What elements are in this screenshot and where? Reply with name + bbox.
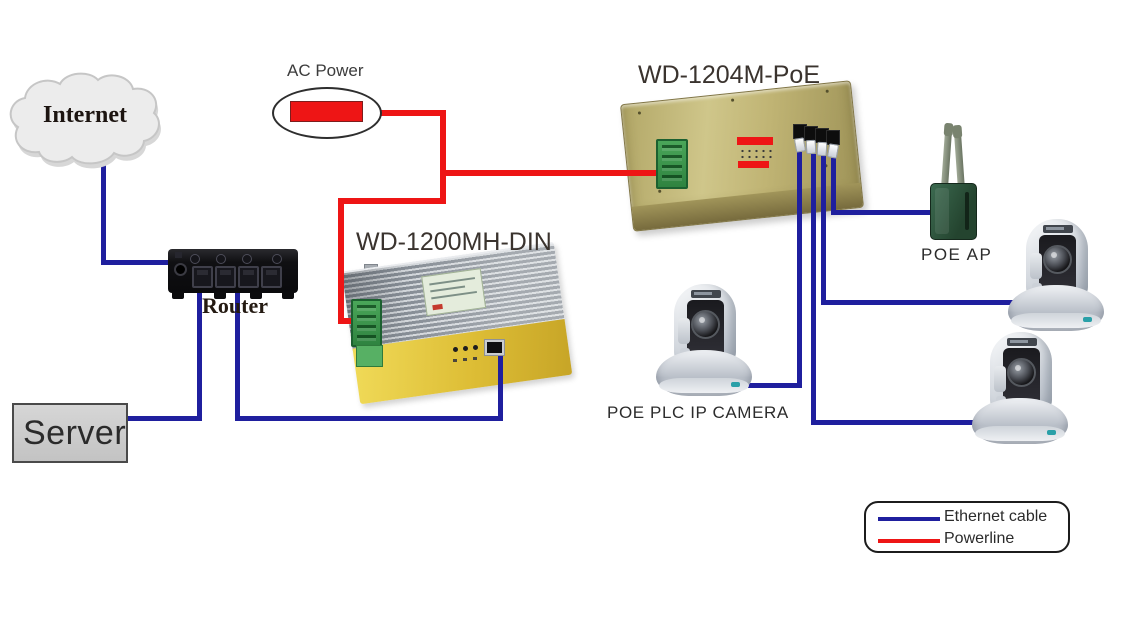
router-screw <box>216 254 226 264</box>
wire-acpower-right <box>378 110 446 116</box>
router-port-3 <box>238 266 259 288</box>
camera-base <box>656 350 752 396</box>
wire-internet-router <box>101 260 171 265</box>
router-port-4 <box>261 266 282 288</box>
wire-switch-cable4-down <box>831 158 836 215</box>
cloud-shape <box>9 72 161 169</box>
router-screw <box>190 254 200 264</box>
wire-cable1-to-camera2 <box>748 383 802 388</box>
adapter-terminal-lower <box>356 345 383 367</box>
rj45-connector <box>816 141 828 157</box>
ap-antenna-right <box>953 127 965 191</box>
wire-powerline-to-switch <box>440 170 670 176</box>
server-label: Server <box>23 414 127 452</box>
ac-power-label: AC Power <box>287 61 364 80</box>
poe-ap-label: POE AP <box>921 245 993 264</box>
ac-power-symbol <box>290 101 363 122</box>
router-foot <box>282 292 294 299</box>
device-label-plate <box>421 268 487 317</box>
router-foot <box>214 292 226 299</box>
wire-cable4-to-ap <box>831 210 937 215</box>
wire-switch-cable1-down <box>797 152 802 388</box>
wire-router-server <box>126 416 202 421</box>
switch-front-markings <box>737 137 779 171</box>
ap-antenna-left <box>941 125 953 189</box>
wire-internet-down <box>101 162 106 264</box>
ap-slot <box>965 192 969 230</box>
ap-body <box>930 183 977 240</box>
router-foot <box>172 292 184 299</box>
wire-switch-cable2-down <box>811 154 816 425</box>
legend-box: Ethernet cable Powerline <box>864 501 1070 553</box>
adapter-power-terminal <box>351 299 382 347</box>
camera-lens <box>1043 245 1072 274</box>
ip-camera-3-image <box>972 332 1068 444</box>
router-screw <box>242 254 252 264</box>
camera-base <box>1008 285 1104 331</box>
switch-poe-port-4 <box>826 130 840 145</box>
rj45-connector <box>805 139 817 155</box>
server-box: Server <box>12 403 128 463</box>
router-port-1 <box>192 266 213 288</box>
legend-ethernet-label: Ethernet cable <box>944 508 1048 525</box>
poe-camera-label: POE PLC IP CAMERA <box>607 403 789 422</box>
wire-acpower-down <box>440 110 446 204</box>
adapter-status-leds <box>451 345 491 365</box>
wire-router-port1-down <box>197 284 202 421</box>
wire-cable2-to-camera3 <box>811 420 977 425</box>
wire-adapter-port-up <box>498 352 503 421</box>
switch-front-face <box>631 182 863 231</box>
ip-camera-1-image <box>1008 219 1104 331</box>
router-power-jack <box>174 263 187 276</box>
adapter-ethernet-port <box>484 339 505 356</box>
legend-ethernet-sample <box>878 517 940 521</box>
internet-label: Internet <box>43 102 127 128</box>
wire-router-adapter-horizontal <box>235 416 503 421</box>
legend-powerline-sample <box>878 539 940 543</box>
powerline-adapter-label: WD-1200MH-DIN <box>356 228 552 256</box>
router-label: Router <box>202 293 268 318</box>
ip-camera-2-image <box>656 284 752 396</box>
wire-powerline-down <box>338 198 344 324</box>
wire-cable3-to-camera1 <box>821 300 1013 305</box>
camera-lens <box>691 310 720 339</box>
switch-power-terminal <box>656 139 688 189</box>
wire-router-port3-down <box>235 284 240 421</box>
poe-switch-label: WD-1204M-PoE <box>638 61 820 89</box>
wire-switch-cable3-down <box>821 156 826 305</box>
router-foot <box>250 292 262 299</box>
camera-lens <box>1007 358 1036 387</box>
router-image <box>168 249 298 299</box>
poe-ap-image <box>930 125 982 242</box>
legend-powerline-label: Powerline <box>944 530 1015 547</box>
router-screw <box>272 254 282 264</box>
camera-base <box>972 398 1068 444</box>
internet-cloud: Internet <box>5 70 165 170</box>
router-switch <box>175 252 182 258</box>
wire-powerline-left <box>338 198 446 204</box>
router-port-2 <box>215 266 236 288</box>
